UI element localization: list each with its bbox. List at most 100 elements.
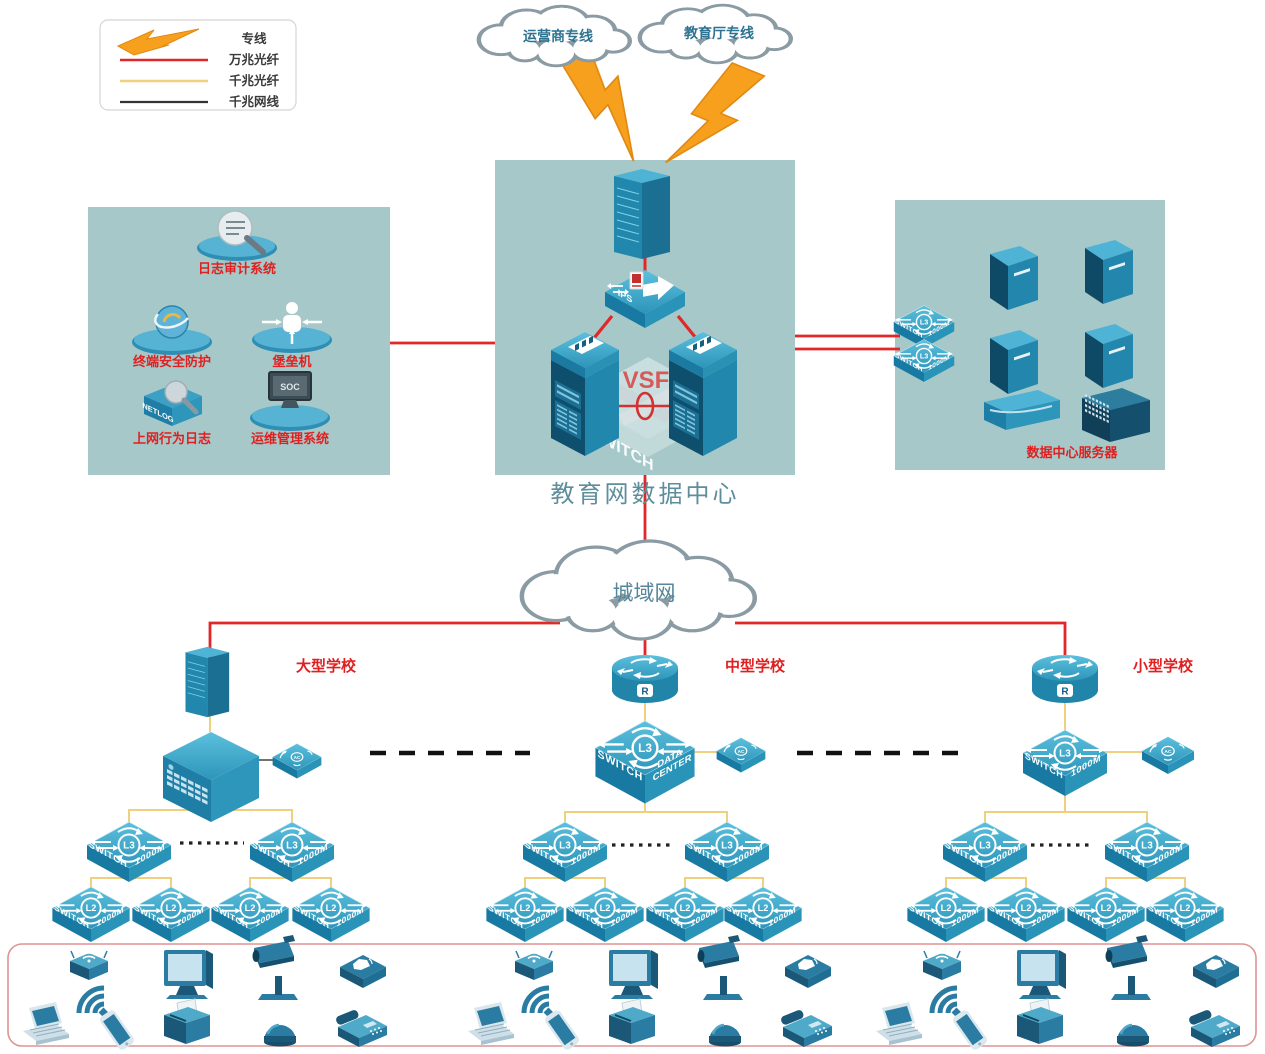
svg-text:L3: L3: [721, 841, 733, 852]
switch-top-deco: L3: [525, 827, 605, 863]
cloud-edu: [637, 3, 794, 65]
legend: 专线 万兆光纤 千兆光纤 千兆网线: [99, 19, 297, 111]
switch-top-deco: L2: [294, 891, 368, 925]
svg-text:L2: L2: [1180, 903, 1191, 913]
vsf-label: VSF: [623, 367, 670, 394]
legend-label-1g-copper: 千兆网线: [229, 94, 280, 109]
svg-text:AC: AC: [294, 755, 301, 760]
switch-top-deco: L3: [895, 309, 953, 335]
cloud-isp-label: 运营商专线: [523, 28, 593, 44]
switch-top-deco: L3: [1107, 827, 1187, 863]
svg-text:L3: L3: [123, 841, 135, 852]
soc-text: SOC: [280, 382, 300, 392]
label-small-school: 小型学校: [1133, 657, 1194, 675]
server-tower: [990, 330, 1038, 394]
switch-top-deco: L3: [89, 827, 169, 863]
svg-text:AC: AC: [738, 749, 745, 754]
label-ops-mgmt: 运维管理系统: [251, 431, 329, 446]
svg-text:L2: L2: [245, 903, 256, 913]
cloud-edu-label: 教育厅专线: [684, 25, 754, 41]
svg-text:L3: L3: [920, 318, 928, 327]
switch-top-deco: L2: [488, 891, 562, 925]
ac-controller: AC: [716, 737, 766, 773]
switch-top-deco: L3: [687, 827, 767, 863]
switch-top-deco: AC: [279, 747, 314, 767]
switch-top-deco: AC: [1149, 740, 1186, 761]
svg-text:L2: L2: [941, 903, 952, 913]
label-datacenter-servers: 数据中心服务器: [1026, 445, 1118, 460]
legend-label-1g-fiber: 千兆光纤: [229, 73, 280, 88]
legend-lightning-icon: [116, 28, 200, 56]
svg-text:L2: L2: [758, 903, 769, 913]
svg-text:L3: L3: [920, 352, 928, 361]
school2-router: R: [612, 655, 678, 703]
school3-router: R: [1032, 655, 1098, 703]
router-label: R: [641, 687, 649, 698]
svg-text:L3: L3: [286, 841, 298, 852]
cloud-man: [519, 539, 758, 641]
bastion-host-icon: [252, 302, 332, 353]
svg-text:L2: L2: [600, 903, 611, 913]
legend-label-dedicated: 专线: [241, 31, 267, 46]
label-medium-school: 中型学校: [725, 657, 786, 675]
server-tower: [990, 246, 1038, 310]
switch-top-deco: L2: [1069, 891, 1143, 925]
switch-top-deco: L2: [909, 891, 983, 925]
rack-server: [1082, 388, 1150, 442]
ips-device: IPS: [605, 270, 685, 328]
label-bastion: 堡垒机: [272, 354, 311, 369]
storage-device: [984, 390, 1060, 430]
svg-text:L2: L2: [520, 903, 531, 913]
svg-text:L3: L3: [638, 741, 652, 755]
cloud-man-label: 城域网: [613, 582, 676, 605]
core-switch-towers: [551, 332, 737, 456]
endpoint-security-icon: [132, 305, 212, 355]
core-switch-tower-left: [551, 332, 619, 456]
switch-top-deco: L2: [726, 891, 800, 925]
server-icons: [984, 240, 1150, 442]
router-label: R: [1061, 687, 1069, 698]
ac-controller: AC: [1141, 736, 1195, 774]
svg-text:L3: L3: [979, 841, 991, 852]
svg-text:L3: L3: [1141, 841, 1153, 852]
label-netlog: 上网行为日志: [133, 431, 211, 446]
svg-text:L2: L2: [166, 903, 177, 913]
vent-grid: [167, 764, 208, 805]
core-switch-tower-right: [669, 332, 737, 456]
connection-lines: [90, 252, 1186, 888]
switch-top-deco: L2: [989, 891, 1063, 925]
clouds: [476, 3, 794, 641]
datacenter-title: 教育网数据中心: [551, 481, 740, 508]
switch-top-deco: L2: [648, 891, 722, 925]
ac-controller: AC: [272, 743, 322, 779]
switch-top-deco: L3: [895, 343, 953, 369]
svg-text:L2: L2: [1101, 903, 1112, 913]
switch-top-deco: L2: [134, 891, 208, 925]
label-endpoint-security: 终端安全防护: [133, 354, 211, 369]
cloud-isp: [476, 4, 633, 68]
legend-label-10g: 万兆光纤: [228, 52, 280, 67]
